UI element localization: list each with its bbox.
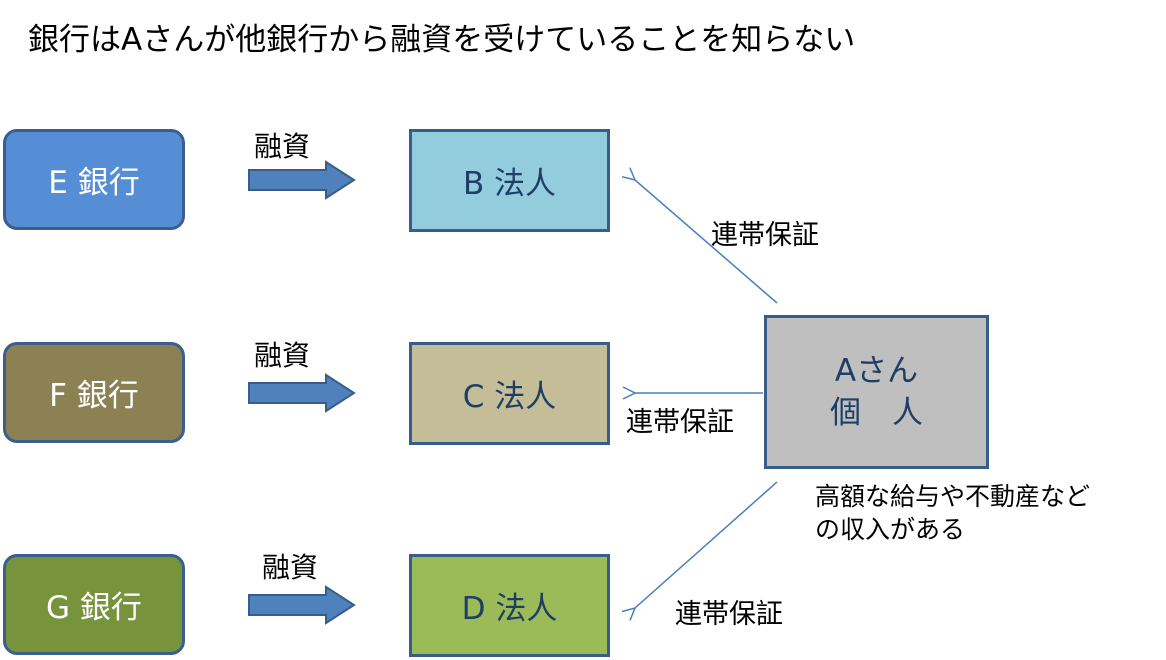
guarantee-line-b [635, 180, 778, 304]
guarantee-label-c: 連帯保証 [626, 407, 734, 438]
income-note-line1: 高額な給与や不動産など [815, 482, 1091, 511]
corp-d-box: D 法人 [409, 554, 610, 657]
income-note: 高額な給与や不動産など の収入がある [815, 480, 1155, 546]
corp-c-box: C 法人 [409, 342, 610, 445]
corp-b-box: B 法人 [409, 129, 610, 232]
person-a-type: 個 人 [830, 395, 923, 431]
loan-label-e: 融資 [254, 130, 311, 163]
corp-d-label: D 法人 [461, 591, 558, 627]
loan-label-f: 融資 [254, 339, 311, 372]
bank-f-box: F 銀行 [3, 342, 185, 443]
corp-c-label: C 法人 [462, 379, 557, 415]
bank-e-box: E 銀行 [3, 129, 185, 230]
corp-b-label: B 法人 [462, 166, 557, 202]
loan-arrow-g [248, 585, 356, 625]
bank-e-label: E 銀行 [48, 165, 140, 201]
bank-g-box: G 銀行 [3, 554, 185, 655]
loan-label-g: 融資 [262, 551, 319, 584]
person-a-name: Aさん [834, 353, 919, 389]
loan-arrow-f [248, 373, 356, 413]
person-a-box: Aさん 個 人 [764, 315, 989, 469]
income-note-line2: の収入がある [815, 515, 966, 544]
guarantee-label-b: 連帯保証 [711, 220, 819, 251]
guarantee-label-d: 連帯保証 [675, 599, 783, 630]
bank-f-label: F 銀行 [49, 378, 139, 414]
bank-g-label: G 銀行 [46, 590, 142, 626]
guarantee-line-d [635, 481, 778, 608]
loan-arrow-e [248, 160, 356, 200]
diagram-title: 銀行はAさんが他銀行から融資を受けていることを知らない [28, 22, 856, 58]
